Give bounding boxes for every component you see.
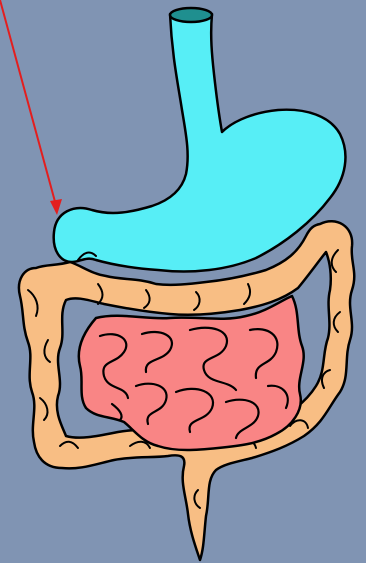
esophagus (170, 8, 212, 22)
